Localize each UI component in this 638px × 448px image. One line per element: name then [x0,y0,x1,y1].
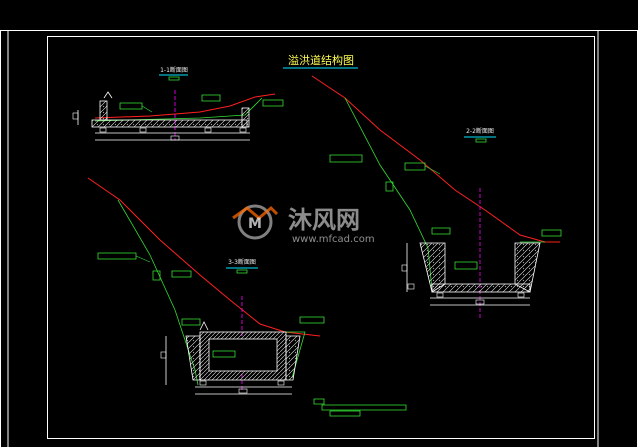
section-3-3: 3-3断面图 [87,177,407,417]
section-1-1-label: 1-1断面图 [160,66,188,74]
section-2-2: 2-2断面图 [311,75,562,318]
section-2-2-label: 2-2断面图 [466,127,494,135]
section-1-1: 1-1断面图 [72,66,284,141]
section-3-3-label: 3-3断面图 [228,258,256,266]
watermark: M 沐风网 www.mfcad.com [232,204,375,245]
watermark-text: 沐风网 [288,206,360,234]
svg-text:溢洪道结构图: 溢洪道结构图 [288,53,354,67]
watermark-url: www.mfcad.com [292,234,375,245]
svg-text:M: M [248,216,262,232]
drawing-title: 溢洪道结构图 [283,53,358,69]
watermark-logo-icon: M [232,204,279,240]
